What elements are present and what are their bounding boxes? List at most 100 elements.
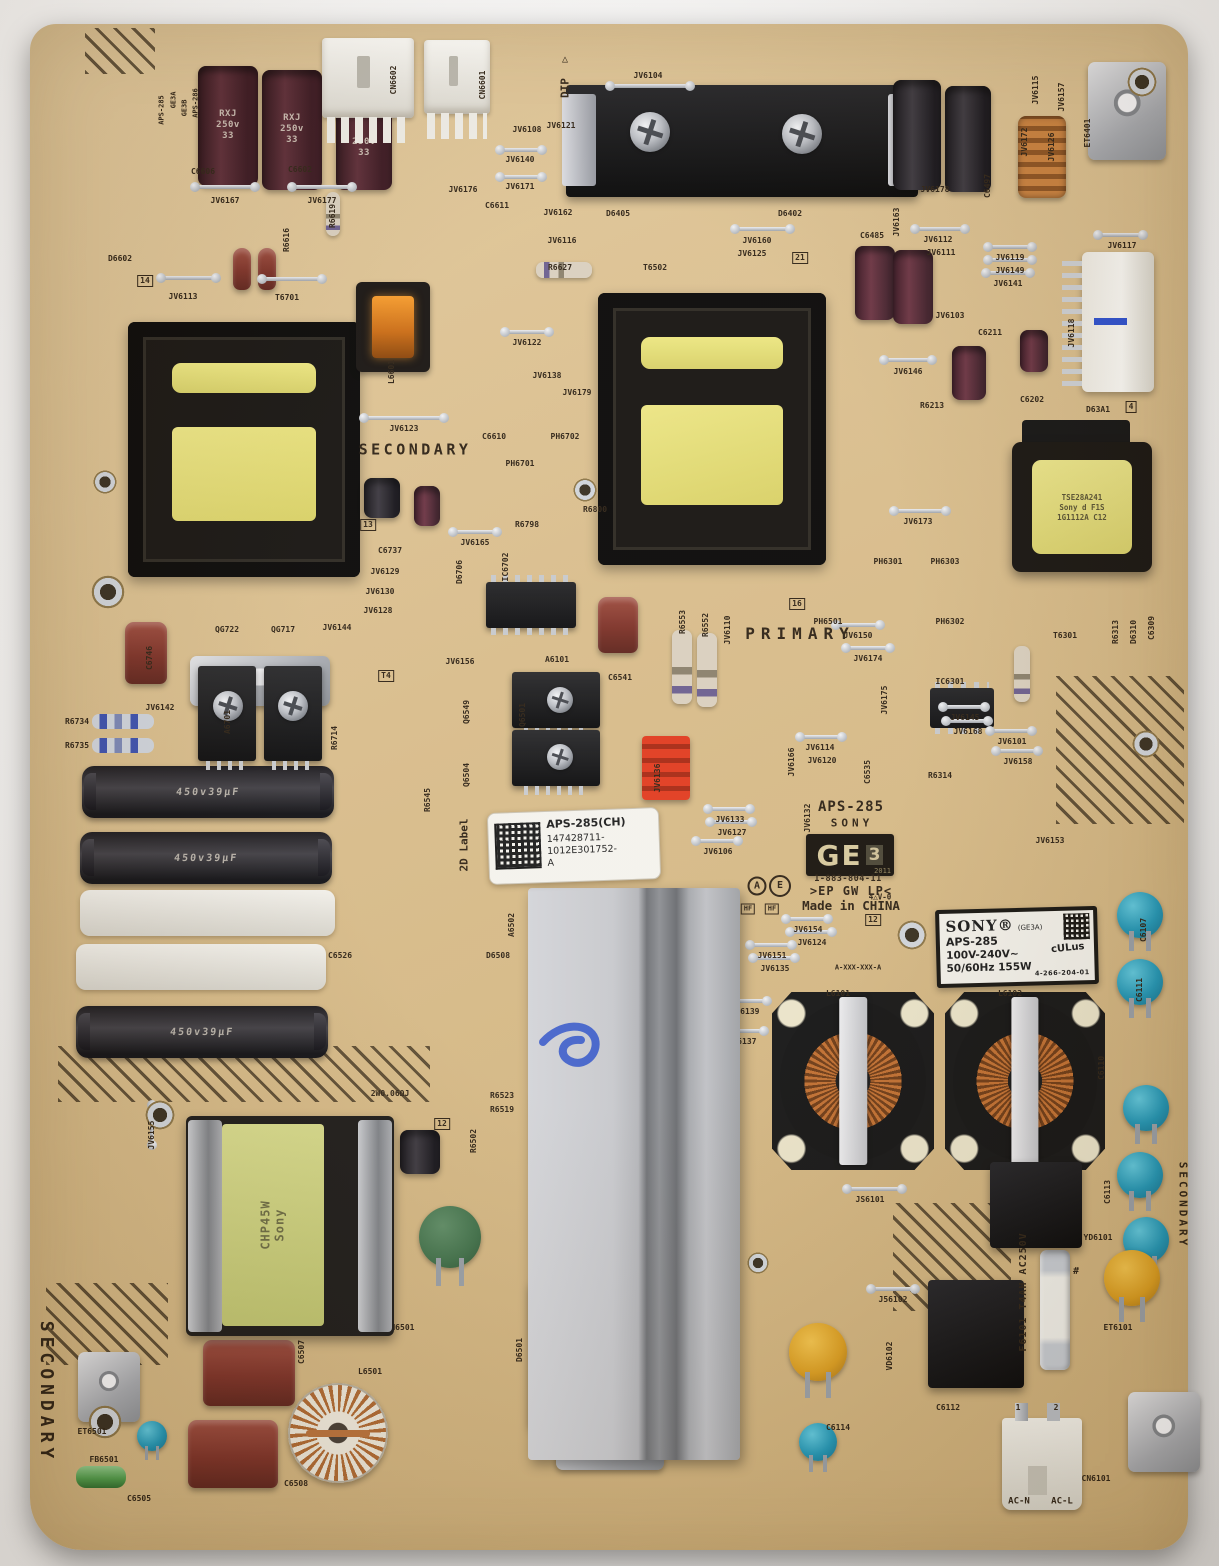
screw: [630, 112, 670, 152]
silkscreen-ref: JV6173: [903, 517, 933, 526]
hf-mark: HF: [740, 903, 756, 915]
ge-date-stamp: GE 3 2011: [806, 834, 894, 876]
silkscreen-ref: JV6112: [923, 235, 953, 244]
silkscreen-ref: A6101: [544, 655, 570, 664]
jumper-wire: [1093, 230, 1148, 240]
inductor-coil: [1018, 116, 1066, 198]
silkscreen-ref: YD6101: [1083, 1233, 1113, 1242]
jumper-wire: [983, 242, 1037, 252]
electrolytic-capacitor: [400, 1130, 440, 1174]
silkscreen-ref: D6508: [485, 951, 511, 960]
jumper-wire: [866, 1284, 920, 1294]
silkscreen-ref: C6114: [825, 1423, 851, 1432]
silkscreen-ref: PH6302: [935, 617, 965, 626]
silkscreen-ref: JV6117: [1107, 241, 1137, 250]
transformer-t6301-label: TSE28A241 Sony d F1S 1G1112A C12: [1031, 460, 1133, 554]
silkscreen-ref: C6602: [287, 165, 313, 174]
jumper-wire: [795, 732, 847, 742]
silkscreen-ref: PH6303: [930, 557, 960, 566]
screw: [278, 691, 308, 721]
electrolytic-capacitor: 450v39µF: [76, 1006, 328, 1058]
silkscreen-ref: CN6101: [1081, 1474, 1111, 1483]
jumper-wire: [257, 274, 327, 284]
silkscreen-ref: JV6125: [737, 249, 767, 258]
silkscreen-ref: JV6156: [445, 657, 475, 666]
mounting-hole: [91, 575, 125, 609]
fuse: [1040, 1250, 1070, 1370]
silkscreen-ref: ET6501: [77, 1427, 107, 1436]
silkscreen-ref: TH6501: [385, 1323, 415, 1332]
silkscreen-ref: L6501: [357, 1367, 383, 1376]
t6301-label-line: TSE28A241: [1061, 492, 1103, 502]
disc-capacitor: [137, 1421, 167, 1460]
silkscreen-ref: JS6101: [855, 1195, 885, 1204]
black-module: [990, 1162, 1082, 1248]
silkscreen-ref: 14: [137, 275, 153, 287]
silkscreen-ref: D63A1: [1085, 405, 1111, 414]
circled-a-mark: A: [747, 876, 767, 896]
silkscreen-ref: IC6301: [935, 677, 965, 686]
silkscreen-ref: JV6127: [717, 828, 747, 837]
jumper-wire: [889, 506, 951, 516]
disc-capacitor: [1117, 892, 1163, 952]
silkscreen-origin: Made in CHINA: [802, 897, 900, 913]
silkscreen-ref: T6502: [642, 263, 668, 272]
silkscreen-hatch: [85, 28, 155, 74]
silkscreen-ref: T4: [378, 670, 394, 682]
silkscreen-ref: C6508: [283, 1479, 309, 1488]
jumper-wire: [730, 224, 795, 234]
silkscreen-ref: JV6133: [715, 815, 745, 824]
component-marking: 250v: [216, 120, 240, 131]
silkscreen-ref: R6523: [489, 1091, 515, 1100]
aluminum-heatsink: [528, 888, 740, 1460]
silkscreen-ref: JV6111: [926, 248, 956, 257]
electrolytic-capacitor: [1020, 330, 1048, 372]
wire-connector: [424, 40, 490, 140]
silkscreen-ref: JV6123: [389, 424, 419, 433]
transformer: [128, 322, 360, 577]
circled-e-mark: E: [769, 875, 791, 897]
silkscreen-primary-zone: PRIMARY: [745, 624, 855, 643]
silkscreen-ref: JV6116: [547, 236, 577, 245]
t6501-label-line: CHP45W: [258, 1200, 273, 1250]
resistor: [1014, 646, 1030, 702]
barcode-title: APS-285(CH): [546, 815, 626, 831]
silkscreen-ref: JV6119: [995, 253, 1025, 262]
silkscreen-ref: JV6113: [168, 292, 198, 301]
silkscreen-hatch: [1056, 676, 1184, 824]
silkscreen-ref: JV6171: [505, 182, 535, 191]
mounting-hole: [93, 470, 117, 494]
silkscreen-ref: JV6135: [760, 964, 790, 973]
film-capacitor: [188, 1420, 278, 1488]
resistor: [672, 630, 692, 704]
silkscreen-ref: JV6104: [633, 71, 663, 80]
silkscreen-ref: PH6301: [873, 557, 903, 566]
electrolytic-capacitor: [945, 86, 991, 192]
silkscreen-ref: A-XXX-XXX-A: [834, 963, 882, 972]
electrolytic-capacitor: 450v39µF: [80, 832, 332, 884]
mounting-hole: [573, 478, 597, 502]
jumper-wire: [500, 327, 554, 337]
silkscreen-ref: T6301: [1052, 631, 1078, 640]
jumper-wire: [910, 224, 970, 234]
silkscreen-part-number: 1-883-804-11: [814, 873, 882, 884]
silkscreen-ref: JV6160: [742, 236, 772, 245]
jumper-wire: [841, 643, 895, 653]
electrolytic-capacitor: [364, 478, 400, 518]
jumper-wire: [605, 81, 695, 91]
silkscreen-ref: JV6142: [145, 703, 175, 712]
dip-ic: [486, 575, 576, 635]
resistor: [92, 738, 154, 753]
silkscreen-ref: C6606: [190, 167, 216, 176]
silkscreen-ref: 21: [792, 252, 808, 264]
silkscreen-ref: JV6138: [532, 371, 562, 380]
mounting-hole: [88, 1405, 122, 1439]
silkscreen-ref: T6701: [274, 293, 300, 302]
silkscreen-ref: FB6501: [89, 1455, 119, 1464]
silkscreen-ref: JV6165: [460, 538, 490, 547]
silkscreen-secondary-zone: SECONDARY: [358, 440, 472, 459]
silkscreen-ref: 13: [360, 519, 376, 531]
